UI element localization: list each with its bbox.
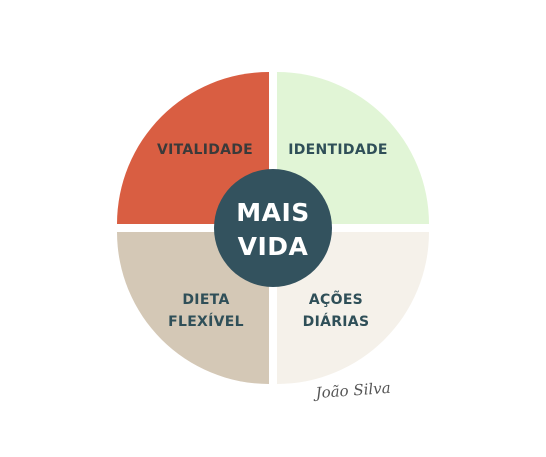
center-label-vida: VIDA <box>238 232 309 261</box>
quadrant-acoes-diarias <box>277 232 429 384</box>
quadrant-vitalidade <box>117 72 269 224</box>
label-vitalidade: VITALIDADE <box>157 142 253 158</box>
center-label-mais: MAIS <box>236 198 310 227</box>
center-circle <box>214 169 332 287</box>
quadrant-dieta-flexivel <box>117 232 269 384</box>
label-identidade: IDENTIDADE <box>288 142 388 158</box>
label-dieta: DIETA <box>182 292 229 308</box>
signature: João Silva <box>312 379 391 402</box>
label-flexivel: FLEXÍVEL <box>168 313 244 330</box>
label-acoes: AÇÕES <box>309 290 363 308</box>
label-diarias: DIÁRIAS <box>303 313 370 330</box>
quadrant-identidade <box>277 72 429 224</box>
